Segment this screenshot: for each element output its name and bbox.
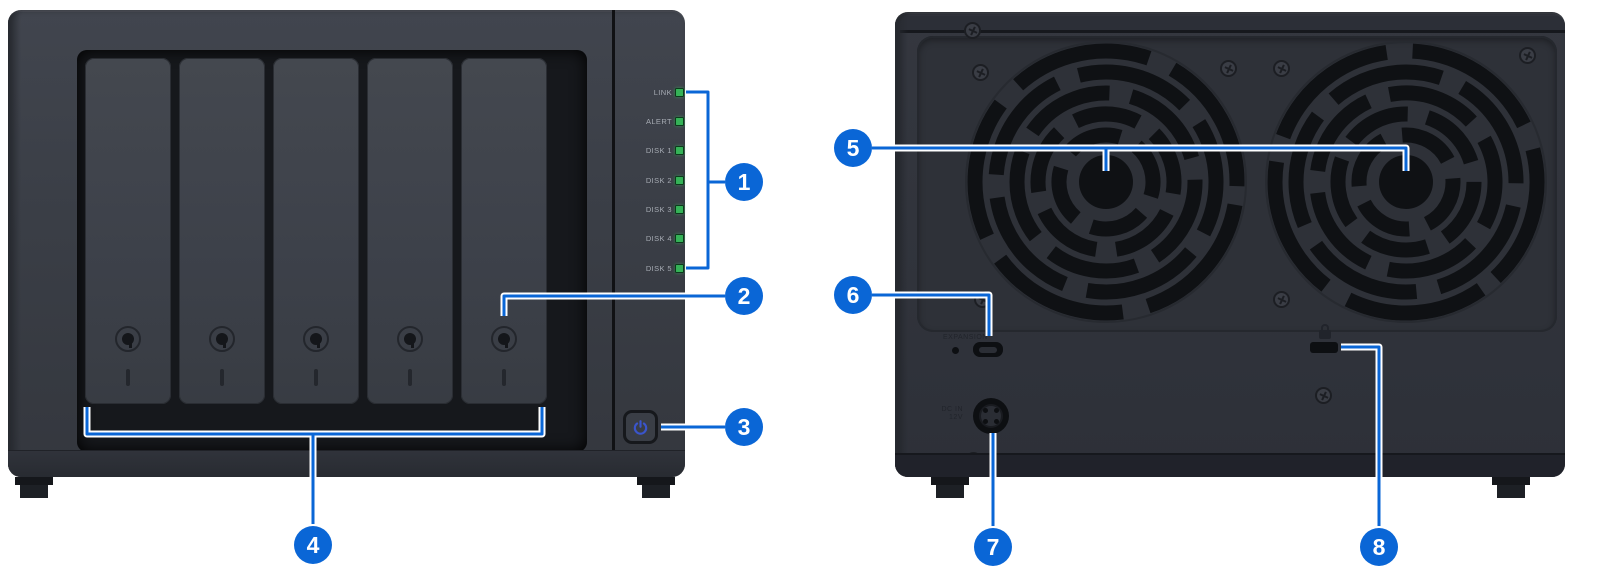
- led-label: DISK 2: [645, 176, 672, 185]
- led-row-disk2: DISK 2: [646, 176, 684, 185]
- tray-lock-icon: [491, 326, 517, 352]
- rear-panel-view: EXPANSION DC IN 12V: [895, 12, 1565, 477]
- status-led-icon: [675, 234, 684, 243]
- dc-in-label-line1: DC IN: [941, 406, 963, 413]
- rubber-foot: [931, 477, 969, 498]
- screw-icon: [964, 22, 981, 39]
- led-row-disk3: DISK 3: [646, 205, 684, 214]
- tray-handle-slot: [502, 369, 506, 386]
- dc-in-label: DC IN 12V: [923, 406, 963, 422]
- callout-2: 2: [725, 277, 763, 315]
- tray-handle-slot: [314, 369, 318, 386]
- screw-icon: [1273, 60, 1290, 77]
- tray-handle-slot: [220, 369, 224, 386]
- lock-icon: [1319, 324, 1331, 339]
- expansion-port: [973, 342, 1003, 357]
- callout-8: 8: [1360, 528, 1398, 566]
- rubber-foot: [1492, 477, 1530, 498]
- callout-1-line: [686, 90, 725, 270]
- front-bottom-bezel: [8, 450, 685, 477]
- screw-icon: [1519, 47, 1536, 64]
- led-label: DISK 4: [645, 234, 672, 243]
- led-label: ALERT: [645, 117, 672, 126]
- status-led-icon: [675, 146, 684, 155]
- dc-in-label-line2: 12V: [949, 414, 963, 421]
- screw-icon: [1315, 387, 1332, 404]
- screw-icon: [972, 64, 989, 81]
- led-label: DISK 1: [645, 146, 672, 155]
- led-label: DISK 3: [645, 205, 672, 214]
- expansion-port-label: EXPANSION: [943, 334, 988, 341]
- tray-lock-icon: [303, 326, 329, 352]
- tray-lock-icon: [115, 326, 141, 352]
- power-icon: [633, 419, 648, 435]
- rear-top-lip: [900, 16, 1565, 33]
- rubber-foot: [15, 477, 53, 498]
- rear-left-edge: [895, 12, 908, 477]
- callout-4: 4: [294, 526, 332, 564]
- led-row-disk5: DISK 5: [646, 264, 684, 273]
- rear-bottom-bezel: [895, 453, 1565, 477]
- dc-power-port: [973, 398, 1009, 434]
- callout-5: 5: [834, 129, 872, 167]
- led-row-link: LINK: [654, 88, 684, 97]
- callout-1: 1: [725, 163, 763, 201]
- screw-icon: [1220, 60, 1237, 77]
- screw-icon: [1273, 291, 1290, 308]
- drive-tray-5: [461, 58, 547, 404]
- status-led-icon: [675, 117, 684, 126]
- dc-port-inner: [979, 404, 1003, 428]
- status-led-icon: [675, 88, 684, 97]
- rubber-foot: [637, 477, 675, 498]
- power-button: [623, 410, 658, 444]
- status-led-icon: [675, 264, 684, 273]
- drive-tray-3: [273, 58, 359, 404]
- led-row-disk4: DISK 4: [646, 234, 684, 243]
- tray-handle-slot: [408, 369, 412, 386]
- led-row-disk1: DISK 1: [646, 146, 684, 155]
- drive-tray-1: [85, 58, 171, 404]
- drive-tray-2: [179, 58, 265, 404]
- reset-pinhole: [952, 347, 959, 354]
- front-panel-seam: [612, 10, 615, 477]
- fan-icon: [965, 41, 1247, 323]
- callout-3: 3: [725, 408, 763, 446]
- kensington-security-slot: [1310, 342, 1338, 353]
- callout-7: 7: [974, 528, 1012, 566]
- tray-handle-slot: [126, 369, 130, 386]
- status-led-icon: [675, 176, 684, 185]
- drive-tray-4: [367, 58, 453, 404]
- screw-icon: [974, 291, 991, 308]
- status-led-icon: [675, 205, 684, 214]
- tray-lock-icon: [397, 326, 423, 352]
- tray-lock-icon: [209, 326, 235, 352]
- front-panel-view: LINK ALERT DISK 1 DISK 2 DISK 3 DISK 4 D…: [8, 10, 685, 477]
- callout-6: 6: [834, 276, 872, 314]
- led-row-alert: ALERT: [646, 117, 684, 126]
- led-label: DISK 5: [645, 264, 672, 273]
- drive-bay-recess: [77, 50, 587, 452]
- front-left-edge: [8, 10, 21, 477]
- led-label: LINK: [653, 88, 672, 97]
